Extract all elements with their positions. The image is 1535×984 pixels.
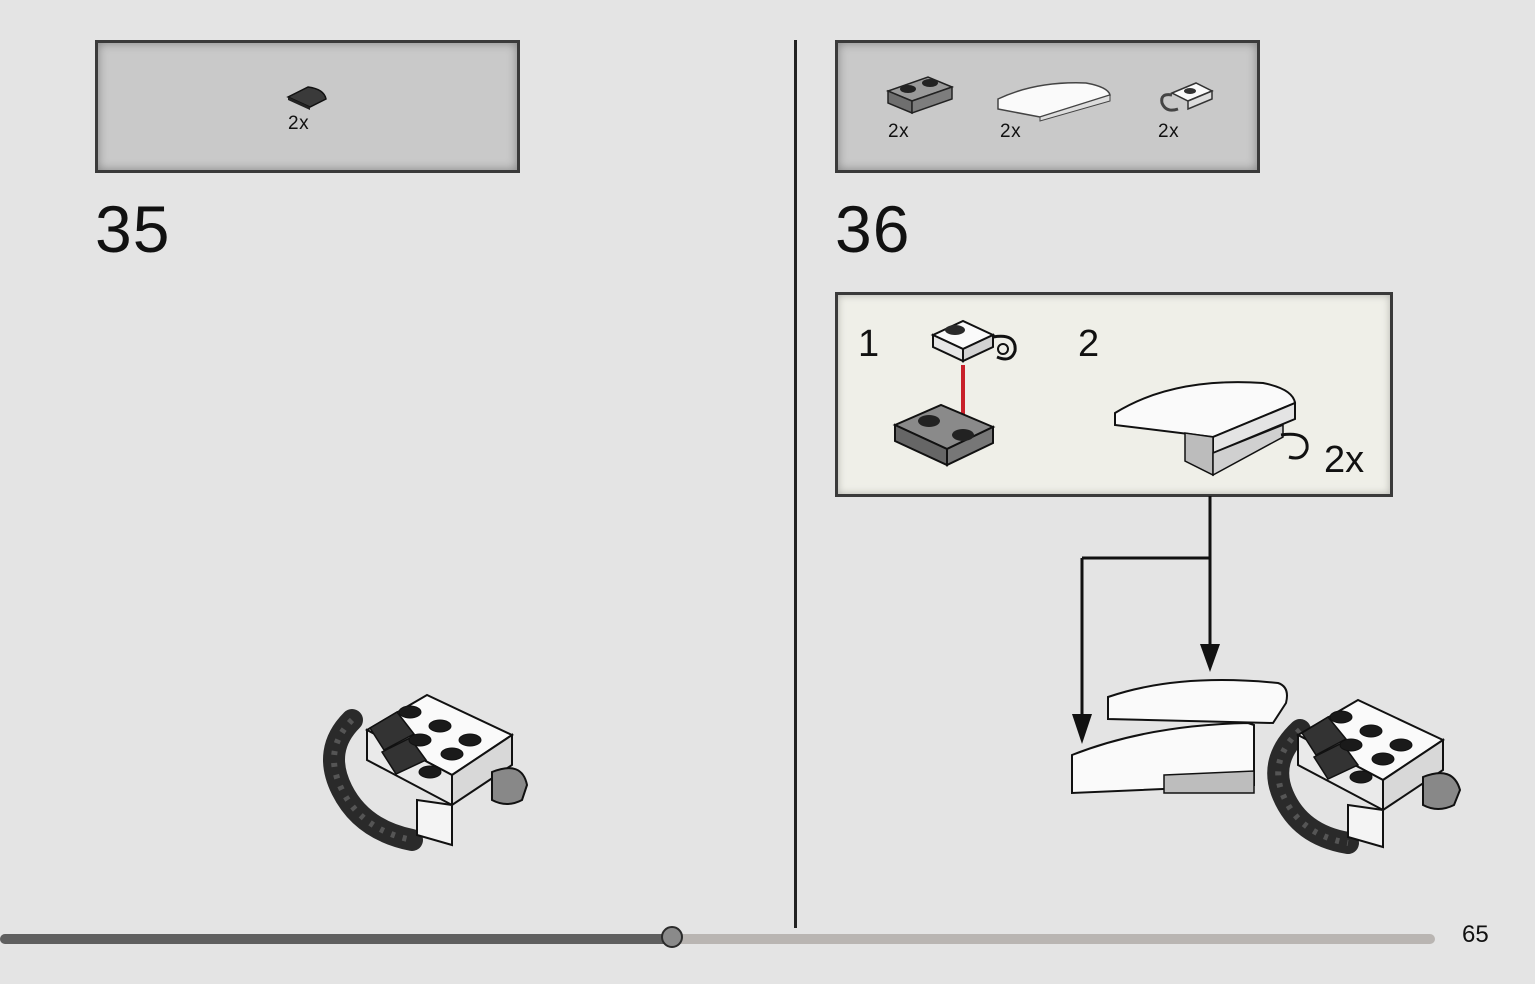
part-qty: 2x [1000, 121, 1022, 142]
curved-slope-white-icon [997, 82, 1111, 122]
progress-knob[interactable] [660, 926, 683, 948]
progress-bar [0, 926, 1435, 948]
substep-number: 1 [858, 323, 880, 365]
connector-arrows [1072, 496, 1220, 744]
progress-fill [0, 934, 672, 944]
step-36-parts-box: 2x 2x 2x [835, 40, 1260, 173]
plate-clip-white-icon [1160, 82, 1214, 112]
step-number: 36 [835, 192, 911, 266]
part-qty: 2x [1158, 121, 1180, 142]
part-qty: 2x [288, 113, 310, 134]
assembly-model-illustration [323, 693, 529, 851]
page-divider [794, 40, 797, 928]
step-35-parts-box: 2x [95, 40, 520, 173]
assembly-model-illustration [1071, 679, 1462, 854]
page-number: 65 [1462, 921, 1489, 948]
substep-1-illustration [892, 319, 1017, 467]
substep-callout-box: 1 2 2x [835, 292, 1393, 497]
tile-quarter-round-dark-icon [286, 86, 327, 110]
substep-multiplier: 2x [1324, 439, 1365, 481]
part-qty: 2x [888, 121, 910, 142]
plate-1x2-dark-grey-icon [885, 76, 955, 115]
substep-number: 2 [1078, 323, 1100, 365]
step-number: 35 [95, 192, 171, 266]
substep-2-illustration [1114, 381, 1309, 477]
